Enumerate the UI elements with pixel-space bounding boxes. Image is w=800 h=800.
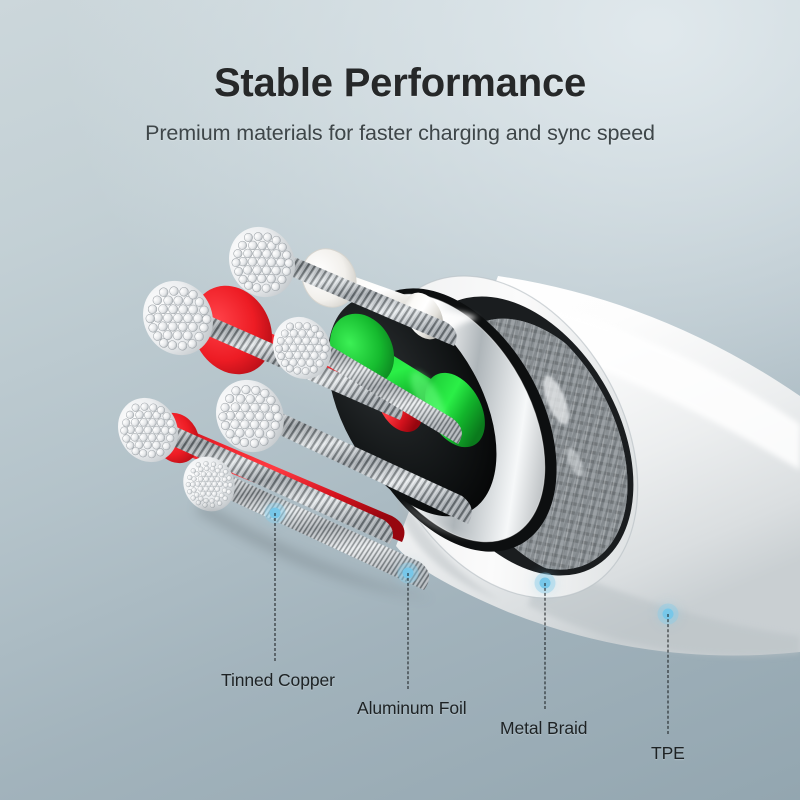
conductor-middle — [273, 316, 462, 444]
page-subtitle: Premium materials for faster charging an… — [145, 121, 655, 146]
conductor-top — [229, 226, 457, 346]
tinned-copper-conductors — [118, 226, 472, 590]
page-title: Stable Performance — [213, 61, 587, 105]
conductor-lower-left — [118, 397, 393, 544]
conductor-lower-middle — [216, 379, 472, 524]
header-block: Stable Performance Premium materials for… — [0, 0, 800, 146]
leader-line-tpe — [667, 614, 669, 734]
callout-label-tpe: TPE — [651, 743, 685, 763]
callout-label-tinned-copper: Tinned Copper — [221, 670, 335, 690]
leader-line-aluminum-foil — [407, 573, 409, 689]
leader-line-metal-braid — [544, 583, 546, 709]
conductor-bottom-small — [183, 456, 430, 590]
callout-label-metal-braid: Metal Braid — [500, 718, 588, 738]
callout-label-aluminum-foil: Aluminum Foil — [357, 698, 467, 718]
leader-line-tinned-copper — [274, 513, 276, 661]
